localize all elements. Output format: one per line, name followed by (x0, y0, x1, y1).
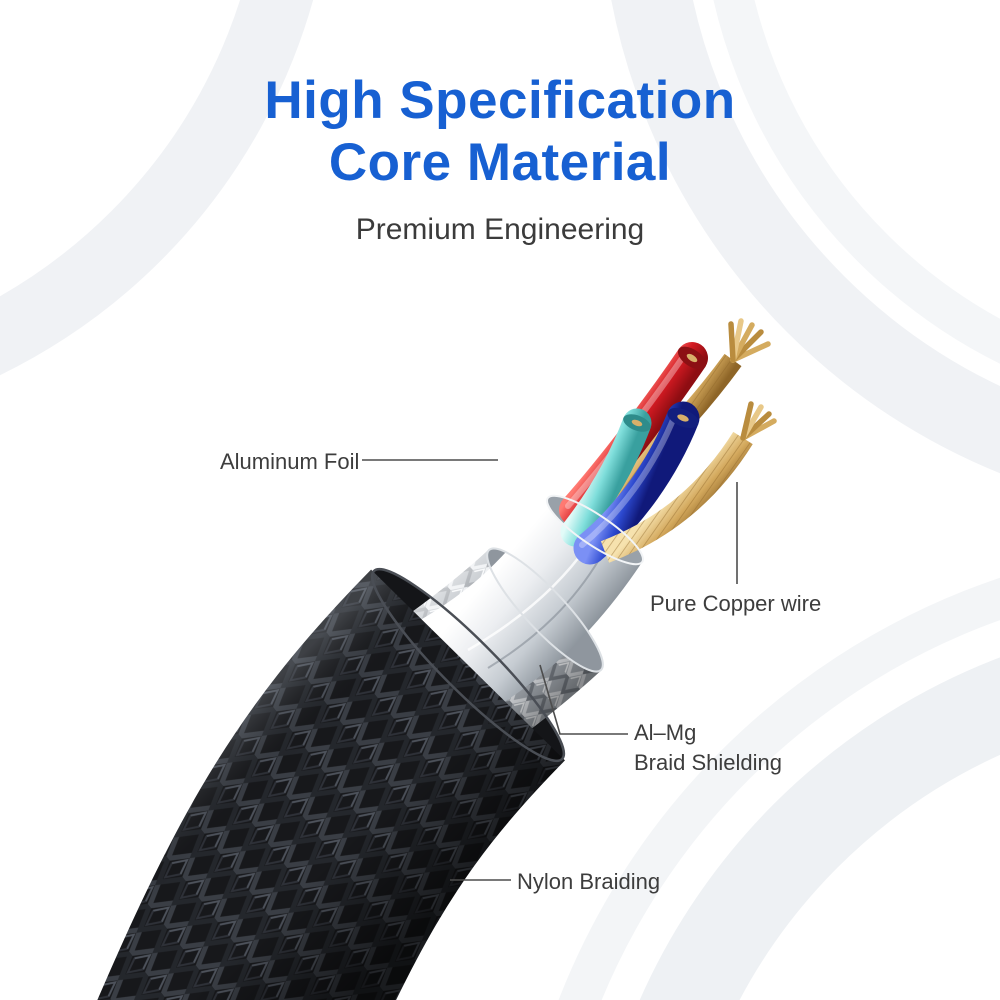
wire-cyan-core (631, 419, 643, 427)
label-aluminum-foil: Aluminum Foil (220, 449, 360, 474)
wire-blue (573, 401, 700, 565)
wire-blue-highlight (579, 412, 678, 548)
nylon-braid-rim (370, 567, 566, 763)
label-nylon-braiding: Nylon Braiding (517, 869, 661, 894)
page-title: High Specification Core Material (0, 70, 1000, 194)
wire-red-core (686, 353, 698, 363)
wire-cyan (560, 408, 652, 547)
inner-wires (559, 318, 777, 565)
cable-illustration (97, 318, 777, 1000)
wire-blue-core (677, 414, 689, 422)
al-mg-braid-rim (486, 547, 604, 673)
copper-wire-right-twist (600, 431, 753, 563)
label-al-mg-braid-shielding: Al–Mg Braid Shielding (634, 718, 782, 778)
leader-line-al-mg-braid (539, 664, 628, 735)
label-pure-copper-wire: Pure Copper wire (650, 591, 822, 616)
leader-lines (362, 459, 738, 881)
title-line-1: High Specification (264, 71, 736, 130)
nylon-braid-shading (97, 569, 566, 1000)
copper-wire-top-splay (728, 318, 771, 363)
copper-wire-right-splay (740, 401, 777, 441)
aluminum-foil-rim (546, 494, 644, 566)
foil-crease-line (487, 557, 601, 669)
title-line-2: Core Material (328, 133, 672, 192)
label-al-mg-line-1: Al–Mg (634, 720, 697, 745)
label-al-mg-line-2: Braid Shielding (634, 750, 782, 775)
page-subtitle: Premium Engineering (355, 213, 645, 246)
